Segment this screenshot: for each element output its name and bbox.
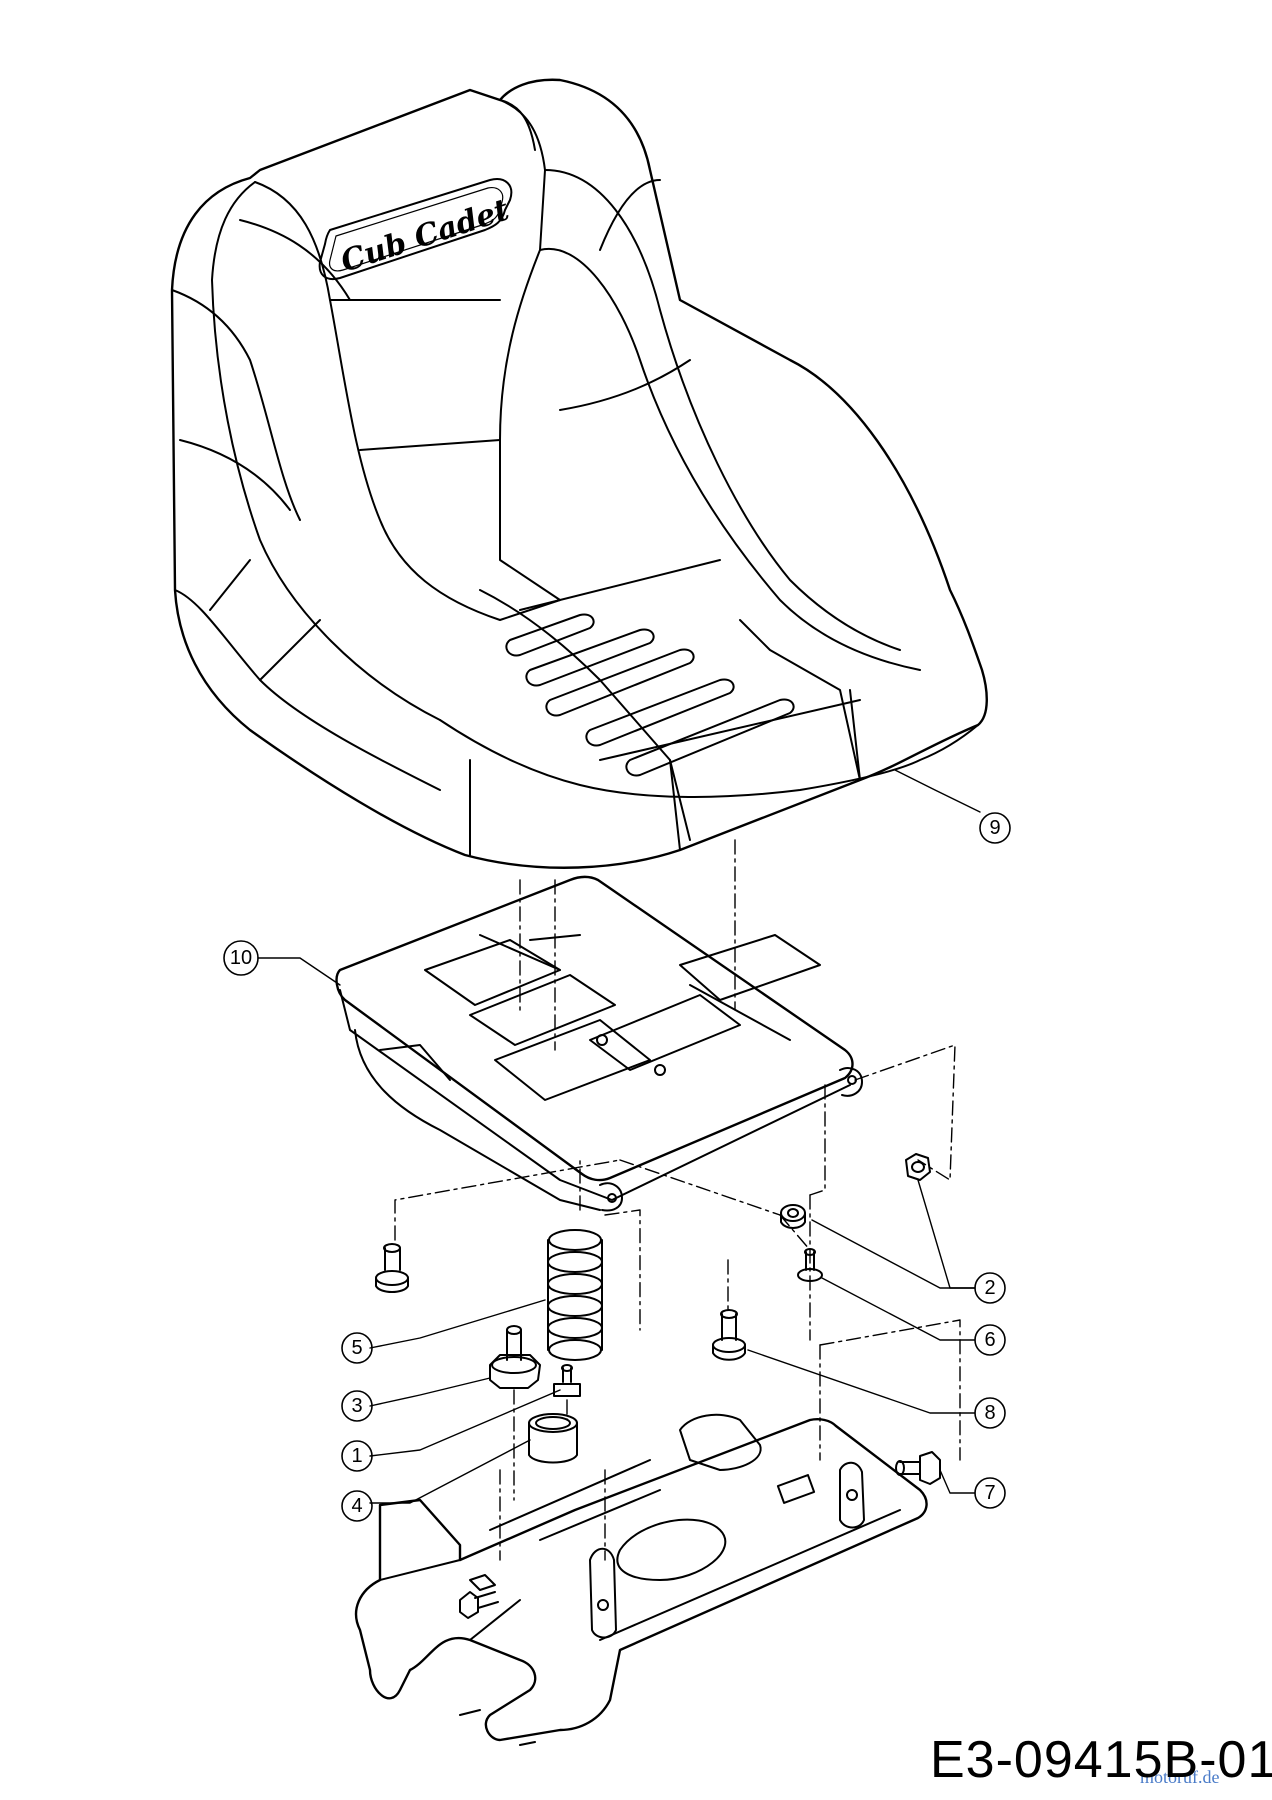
bolt-base (459, 1591, 499, 1619)
assembly-centerlines (394, 839, 961, 1561)
callout-3: 3 (351, 1395, 362, 1417)
spring-part (547, 1229, 603, 1361)
callout-6: 6 (984, 1329, 995, 1351)
callout-4: 4 (351, 1495, 362, 1517)
callout-10: 10 (230, 947, 252, 969)
callout-9: 9 (989, 817, 1000, 839)
brand-logo-text: Cub Cadet (337, 192, 514, 279)
seat-plate-drawing (335, 875, 863, 1212)
logo-plate (318, 178, 513, 280)
callout-1: 1 (351, 1445, 362, 1467)
base-frame-drawing (354, 1413, 928, 1746)
bolt-left (375, 1243, 409, 1293)
callout-circles (223, 812, 1011, 1522)
callout-7: 7 (984, 1482, 995, 1504)
bushing-part (528, 1413, 578, 1464)
leader-line-9 (894, 769, 981, 813)
leader-line-10 (257, 957, 341, 986)
nut-part-b (905, 1153, 931, 1181)
callout-8: 8 (984, 1402, 995, 1424)
seat-drawing (170, 78, 988, 869)
watermark: motoruf.de (1140, 1767, 1219, 1787)
bolt-7 (895, 1451, 941, 1485)
nut-part-a (780, 1204, 806, 1229)
reference-code: E3-09415B-01 (930, 1731, 1272, 1789)
callout-numbers: 1 2 3 4 5 6 7 8 9 10 (230, 817, 1001, 1517)
knob-bolt-part (489, 1325, 541, 1389)
leader-lines (369, 1179, 976, 1504)
bolt-8 (712, 1309, 746, 1361)
callout-2: 2 (984, 1277, 995, 1299)
callout-5: 5 (351, 1337, 362, 1359)
